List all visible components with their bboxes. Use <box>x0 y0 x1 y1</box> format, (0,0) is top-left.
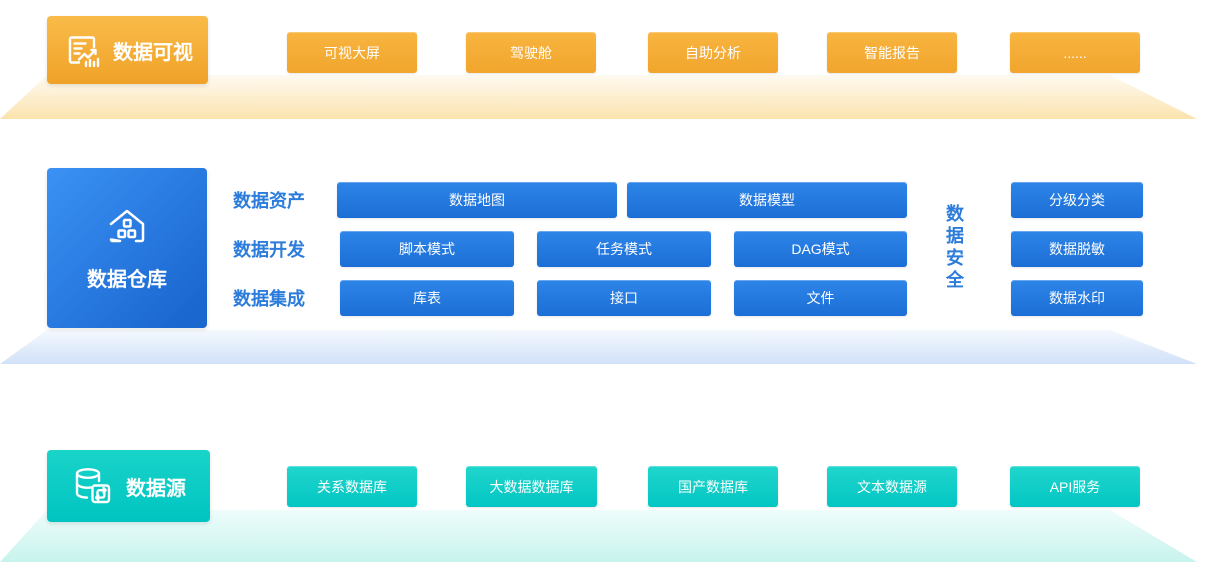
source-item-button[interactable]: 关系数据库 <box>287 466 417 507</box>
source-item-button[interactable]: 大数据数据库 <box>466 466 597 507</box>
warehouse-section-title: 数据仓库 <box>87 268 167 291</box>
visual-section-title: 数据可视 <box>113 41 193 64</box>
source-section-box: 数据源 <box>47 450 210 522</box>
security-item-button[interactable]: 数据水印 <box>1011 280 1143 316</box>
warehouse-section-box: 数据仓库 <box>47 168 207 328</box>
warehouse-item-button[interactable]: DAG模式 <box>734 231 907 267</box>
source-item-button[interactable]: 国产数据库 <box>648 466 778 507</box>
warehouse-item-button[interactable]: 文件 <box>734 280 907 316</box>
visual-item-button[interactable]: 驾驶舱 <box>466 32 596 73</box>
visual-item-button[interactable]: 可视大屏 <box>287 32 417 73</box>
visual-item-button[interactable]: 自助分析 <box>648 32 778 73</box>
source-item-button[interactable]: API服务 <box>1010 466 1140 507</box>
row-label-data-integration: 数据集成 <box>233 289 305 309</box>
warehouse-icon <box>103 205 151 249</box>
security-item-button[interactable]: 数据脱敏 <box>1011 231 1143 267</box>
row-label-data-development: 数据开发 <box>233 240 305 260</box>
db-sync-icon <box>71 464 115 508</box>
row-label-data-assets: 数据资产 <box>233 191 305 211</box>
source-section-title: 数据源 <box>126 477 186 500</box>
warehouse-item-button[interactable]: 数据模型 <box>627 182 907 218</box>
doc-chart-icon <box>62 30 102 70</box>
security-item-button[interactable]: 分级分类 <box>1011 182 1143 218</box>
source-item-button[interactable]: 文本数据源 <box>827 466 957 507</box>
warehouse-item-button[interactable]: 数据地图 <box>337 182 617 218</box>
warehouse-item-button[interactable]: 脚本模式 <box>340 231 514 267</box>
visual-section-box: 数据可视 <box>47 16 208 84</box>
visual-item-button[interactable]: 智能报告 <box>827 32 957 73</box>
warehouse-item-button[interactable]: 接口 <box>537 280 711 316</box>
warehouse-item-button[interactable]: 任务模式 <box>537 231 711 267</box>
warehouse-item-button[interactable]: 库表 <box>340 280 514 316</box>
warehouse-layer-floor <box>0 330 1197 364</box>
security-vertical-label: 数据安全 <box>944 204 964 292</box>
visual-item-button-more[interactable]: ...... <box>1010 32 1140 73</box>
